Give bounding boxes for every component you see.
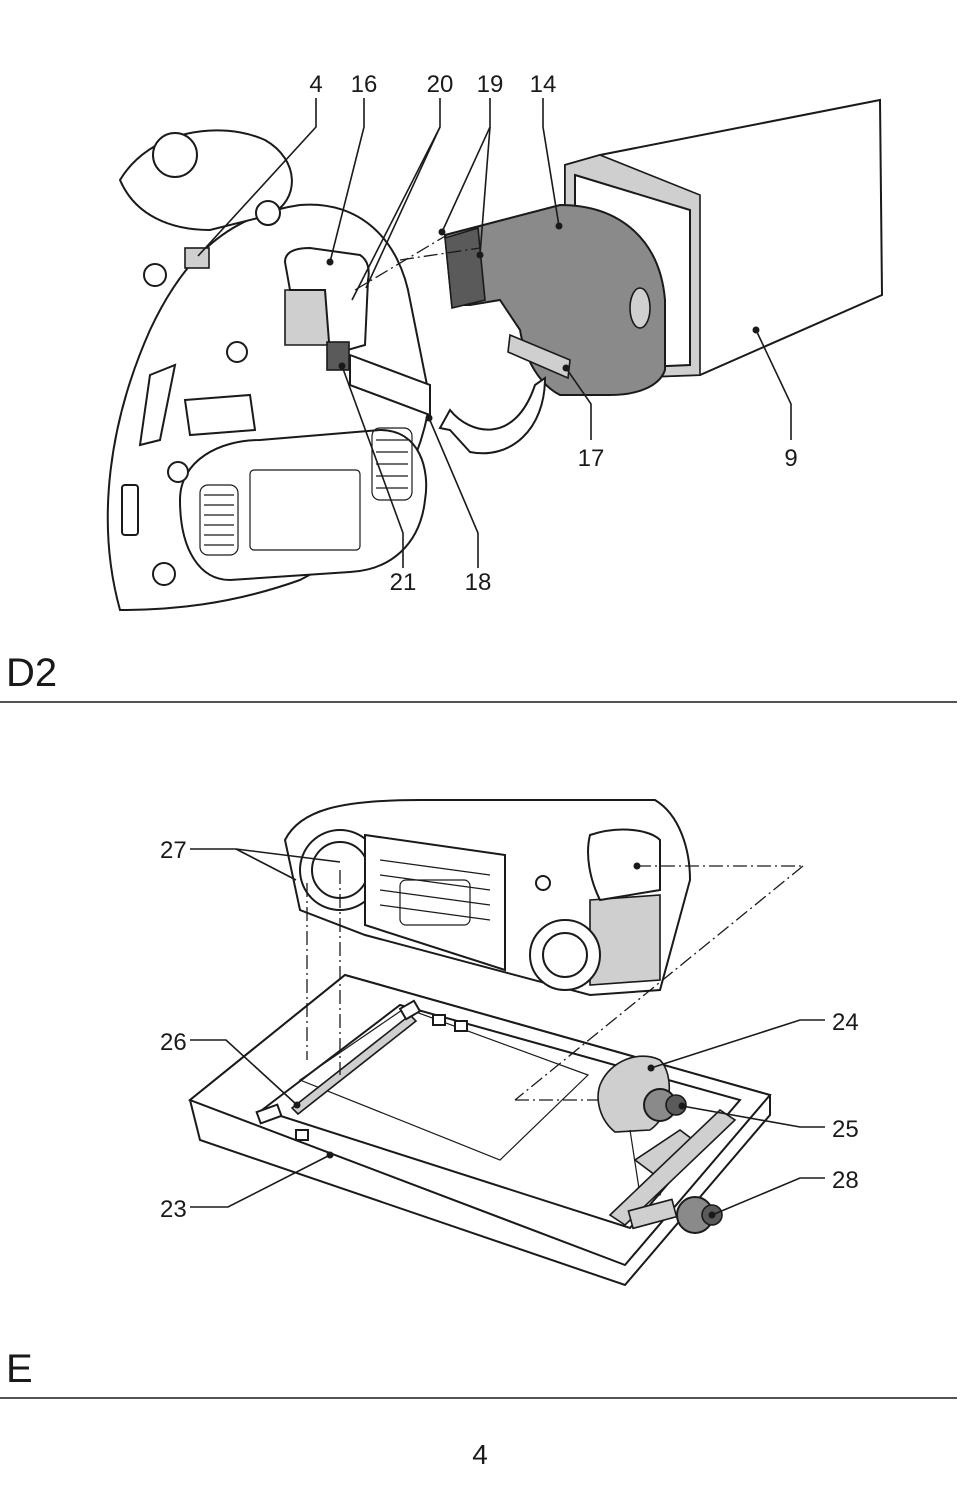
callout-label: 19 <box>477 71 504 98</box>
callout-label: 28 <box>832 1167 859 1194</box>
callout-label: 27 <box>160 837 187 864</box>
section-label-e: E <box>6 1347 33 1391</box>
callout-label: 18 <box>465 569 492 596</box>
callout-label: 24 <box>832 1009 859 1036</box>
callout-label: 16 <box>351 71 378 98</box>
section-label-d2: D2 <box>6 651 57 695</box>
figure-e-callouts: 27 26 24 25 28 23 <box>160 837 859 1223</box>
callout-label: 17 <box>578 445 605 472</box>
figure-d2-callouts: 4 16 20 19 14 17 9 21 18 <box>309 71 797 596</box>
callout-label: 23 <box>160 1196 187 1223</box>
callout-label: 26 <box>160 1029 187 1056</box>
callout-label: 9 <box>784 445 797 472</box>
callout-label: 21 <box>390 569 417 596</box>
callout-label: 25 <box>832 1116 859 1143</box>
figure-e-illustration <box>188 799 825 1287</box>
callout-label: 20 <box>427 71 454 98</box>
page-number: 4 <box>472 1439 488 1470</box>
figure-d2-illustration <box>106 98 884 612</box>
callout-label: 4 <box>309 71 322 98</box>
callout-label: 14 <box>530 71 557 98</box>
